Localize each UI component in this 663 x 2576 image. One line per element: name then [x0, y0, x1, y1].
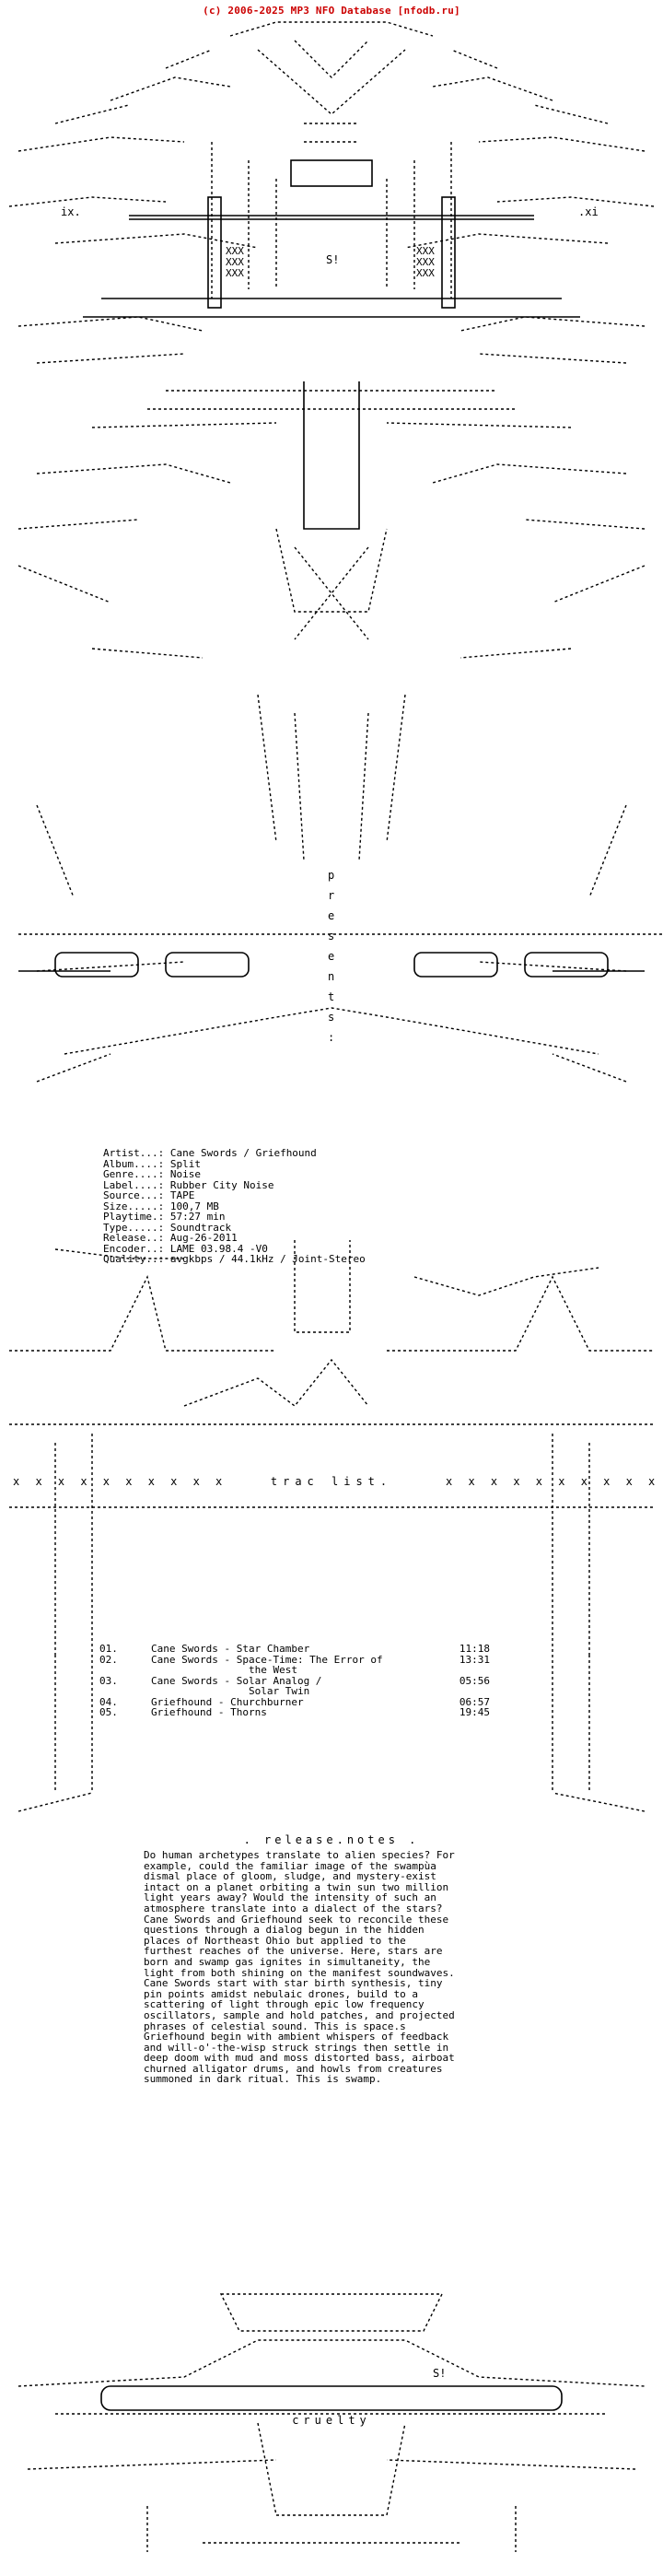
info-value: Cane Swords / Griefhound — [169, 1147, 317, 1159]
info-value: 57:27 min — [169, 1211, 226, 1223]
release-notes: Do human archetypes translate to alien s… — [144, 1850, 457, 2085]
tracklist-header: trac list. — [270, 1475, 393, 1488]
ascii-art-tracklist-bottom — [17, 1655, 646, 1812]
presents-letter: s — [328, 1011, 334, 1024]
info-value: Rubber City Noise — [169, 1178, 274, 1191]
track-length: 19:45 — [459, 1706, 490, 1718]
info-row: Artist...: Cane Swords / Griefhound — [103, 1148, 564, 1159]
presents-letter: r — [328, 889, 334, 902]
track-title: Cane Swords - Solar Analog / Solar Twin — [151, 1674, 322, 1697]
info-row: Album....: Split — [103, 1157, 564, 1170]
info-label: Type.....: — [103, 1221, 170, 1234]
info-row: Type.....: Soundtrack — [103, 1221, 564, 1234]
track-row: 02. Cane Swords - Space-Time: The Error o… — [99, 1653, 505, 1676]
track-number: 05. — [99, 1706, 118, 1718]
track-length: 06:57 — [459, 1695, 490, 1708]
track-length: 13:31 — [459, 1653, 490, 1666]
xxx-right-3: XXX — [416, 267, 435, 279]
info-row: Playtime.: 57:27 min — [103, 1212, 564, 1223]
x-bar-right: x x x x x x x x x x — [446, 1475, 660, 1488]
presents-letter: p — [328, 869, 334, 882]
xxx-left-1: XXX — [226, 245, 244, 257]
xxx-left-2: XXX — [226, 256, 244, 268]
info-label: Label....: — [103, 1178, 170, 1191]
info-value: Noise — [169, 1168, 201, 1180]
ascii-art-header: ix. .xi S! XXX XXX XXX XXX XXX XXX prese… — [8, 21, 663, 1083]
release-notes-paragraph: Do human archetypes translate to alien s… — [144, 1849, 461, 2032]
track-row: 04. Griefhound - Churchburner 06:57 — [99, 1695, 505, 1708]
presents-letter: n — [328, 970, 334, 983]
presents-letter: : — [328, 1031, 334, 1044]
info-label: Artist...: — [103, 1147, 170, 1159]
nfo-database-banner: (c) 2006-2025 MP3 NFO Database [nfodb.ru… — [0, 0, 663, 17]
info-label: Size.....: — [103, 1200, 170, 1212]
ascii-art-footer: S! — [17, 2293, 646, 2552]
info-row: Label....: Rubber City Noise — [103, 1178, 564, 1191]
release-notes-paragraph: Griefhound begin with ambient whispers o… — [144, 2031, 461, 2086]
info-value: avgkbps / 44.1kHz / Joint-Stereo — [169, 1253, 366, 1265]
track-title: Griefhound - Thorns — [151, 1706, 267, 1718]
presents-letter: s — [328, 930, 334, 943]
track-number: 02. — [99, 1653, 118, 1666]
info-row: Release..: Aug-26-2011 — [103, 1233, 564, 1244]
info-label: Encoder..: — [103, 1242, 170, 1255]
xxx-right-2: XXX — [416, 256, 435, 268]
track-row: 03. Cane Swords - Solar Analog / Solar Tw… — [99, 1674, 505, 1697]
s-signature-top: S! — [326, 253, 339, 266]
info-row: Size.....: 100,7 MB — [103, 1200, 564, 1212]
presents-letter: e — [328, 909, 334, 922]
info-value: 100,7 MB — [169, 1200, 219, 1212]
xxx-right-1: XXX — [416, 245, 435, 257]
footer-word: cruelty — [292, 2414, 371, 2427]
xxx-left-3: XXX — [226, 267, 244, 279]
ix-mark: ix. — [61, 205, 81, 218]
release-notes-header: . release.notes . — [243, 1833, 420, 1846]
track-length: 05:56 — [459, 1674, 490, 1687]
info-label: Source...: — [103, 1189, 170, 1201]
info-label: Release..: — [103, 1232, 170, 1244]
info-row: Source...: TAPE — [103, 1190, 564, 1201]
track-number: 03. — [99, 1674, 118, 1687]
ascii-art-tracklist-frame — [9, 1240, 654, 1655]
track-title: Cane Swords - Star Chamber — [151, 1643, 310, 1655]
presents-letter: t — [328, 990, 334, 1003]
track-row: 05. Griefhound - Thorns 19:45 — [99, 1707, 505, 1718]
info-value: Aug-26-2011 — [169, 1232, 238, 1244]
track-row: 01. Cane Swords - Star Chamber 11:18 — [99, 1644, 505, 1655]
info-label: Playtime.: — [103, 1211, 170, 1223]
track-length: 11:18 — [459, 1643, 490, 1655]
tracklist: 01. Cane Swords - Star Chamber 11:18 02. Can… — [99, 1644, 505, 1718]
info-value: Soundtrack — [169, 1221, 232, 1234]
track-title: Griefhound - Churchburner — [151, 1695, 304, 1708]
info-row: Encoder..: LAME 03.98.4 -V0 — [103, 1242, 564, 1255]
track-number: 01. — [99, 1643, 118, 1655]
banner-text: (c) 2006-2025 MP3 NFO Database [nfodb.ru… — [203, 5, 460, 17]
info-value: Split — [169, 1157, 201, 1170]
presents-letter: e — [328, 950, 334, 963]
info-label: Genre....: — [103, 1168, 170, 1180]
info-value: LAME 03.98.4 -V0 — [169, 1242, 268, 1255]
xi-mark: .xi — [578, 205, 599, 218]
info-label: Album....: — [103, 1157, 170, 1170]
s-signature-footer: S! — [433, 2367, 446, 2380]
track-title: Cane Swords - Space-Time: The Error of t… — [151, 1653, 383, 1676]
x-bar-left: x x x x x x x x x x — [13, 1475, 227, 1488]
info-value: TAPE — [169, 1189, 195, 1201]
info-row: Genre....: Noise — [103, 1169, 564, 1180]
track-number: 04. — [99, 1695, 118, 1708]
